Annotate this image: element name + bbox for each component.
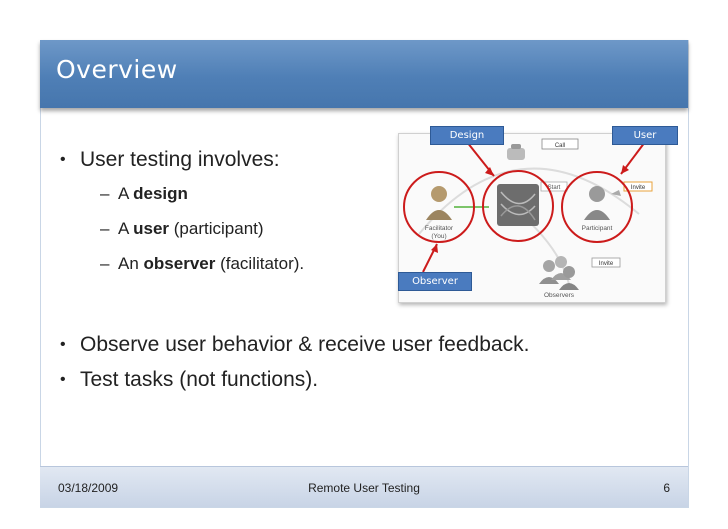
sub-prefix: A <box>118 219 134 238</box>
user-highlight-circle <box>561 171 633 243</box>
user-tag: User <box>612 126 678 145</box>
bullet-text: Observe user behavior & receive user fee… <box>80 333 530 356</box>
phone-icon <box>507 144 525 160</box>
observer-arrow <box>422 243 438 273</box>
call-button-graphic: Call <box>541 138 579 150</box>
slide-title: Overview <box>56 55 178 84</box>
sub-bullet-item: –An observer (facilitator). <box>100 254 304 274</box>
observers-label: Observers <box>544 292 575 299</box>
design-thumbnail <box>497 184 539 226</box>
bullet-text: Test tasks (not functions). <box>80 368 319 391</box>
diagram-svg: Call Start Invite Invite Facilitator (Yo… <box>403 138 653 299</box>
invite-label: Invite <box>631 185 646 191</box>
invite-button-graphic: Invite <box>623 181 653 192</box>
sub-suffix: (facilitator). <box>215 254 305 273</box>
participant-avatar <box>584 186 621 220</box>
bullet-text: User testing involves: <box>80 148 280 171</box>
sub-bold: design <box>133 184 188 203</box>
bullet-item: • User testing involves: <box>60 148 280 172</box>
participant-label: Participant <box>582 225 613 232</box>
sub-bold: observer <box>143 254 216 273</box>
title-bar: Overview <box>40 40 688 108</box>
design-arrow <box>466 141 495 177</box>
footer-bar: 03/18/2009 Remote User Testing 6 <box>40 466 688 507</box>
footer-date: 03/18/2009 <box>58 481 119 495</box>
network-arc <box>418 167 640 235</box>
observers-avatar-group <box>539 256 579 290</box>
bullet-item: • Observe user behavior & receive user fe… <box>60 333 529 357</box>
sub-prefix: A <box>118 184 134 203</box>
dash-glyph: – <box>100 184 110 203</box>
bullet-glyph: • <box>60 151 66 168</box>
sub-bold: user <box>133 219 170 238</box>
sub-suffix: (participant) <box>169 219 264 238</box>
dash-glyph: – <box>100 254 110 273</box>
observer-highlight-circle <box>403 171 475 243</box>
start-button-graphic: Start <box>540 181 568 192</box>
dash-glyph: – <box>100 219 110 238</box>
page-number: 6 <box>663 481 670 495</box>
sub-prefix: An <box>118 254 144 273</box>
invite-button-graphic-2: Invite <box>591 257 621 268</box>
design-highlight-circle <box>482 170 554 242</box>
call-label: Call <box>555 143 565 149</box>
bullet-item: • Test tasks (not functions). <box>60 368 318 392</box>
sub-bullet-item: –A design <box>100 184 188 204</box>
bullet-glyph: • <box>60 336 66 353</box>
facilitator-label: Facilitator <box>425 225 454 232</box>
you-label: (You) <box>431 233 446 240</box>
bullet-glyph: • <box>60 371 66 388</box>
start-label: Start <box>548 185 561 191</box>
observer-tag: Observer <box>398 272 472 291</box>
design-tag: Design <box>430 126 504 145</box>
facilitator-avatar <box>426 186 452 220</box>
footer-title: Remote User Testing <box>308 481 420 495</box>
sub-bullet-item: –A user (participant) <box>100 219 264 239</box>
invite-label-2: Invite <box>599 261 614 267</box>
user-arrow <box>620 141 646 175</box>
